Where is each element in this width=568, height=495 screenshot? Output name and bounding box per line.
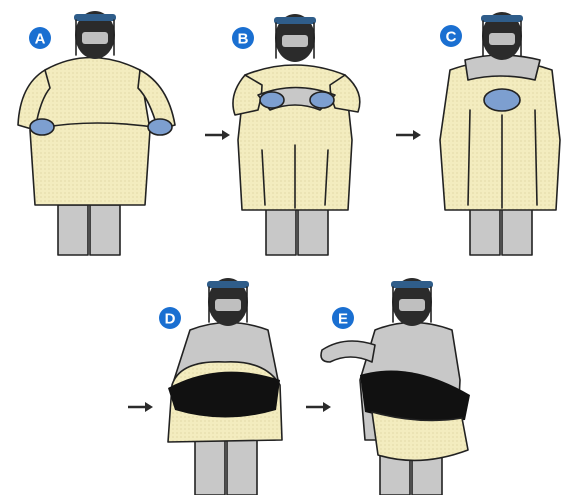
step-label-d: D (165, 311, 176, 328)
glove-left (30, 119, 54, 135)
arrow-to-d (128, 402, 153, 412)
gloves-bundled (484, 89, 520, 111)
glove-right (310, 92, 334, 108)
arrow-b-to-c (396, 130, 421, 140)
step-b-figure (233, 14, 360, 255)
step-badge-b: B (232, 27, 254, 49)
step-badge-d: D (159, 307, 181, 329)
step-label-c: C (446, 29, 457, 46)
glove-left (260, 92, 284, 108)
step-c-figure (440, 12, 560, 255)
arrow-a-to-b (205, 130, 230, 140)
step-label-b: B (238, 31, 249, 48)
arrow-d-to-e (306, 402, 331, 412)
step-label-a: A (35, 31, 46, 48)
glove-right (148, 119, 172, 135)
step-label-e: E (338, 311, 348, 328)
step-badge-e: E (332, 307, 354, 329)
step-badge-c: C (440, 25, 462, 47)
step-d-figure (168, 278, 282, 495)
step-badge-a: A (29, 27, 51, 49)
